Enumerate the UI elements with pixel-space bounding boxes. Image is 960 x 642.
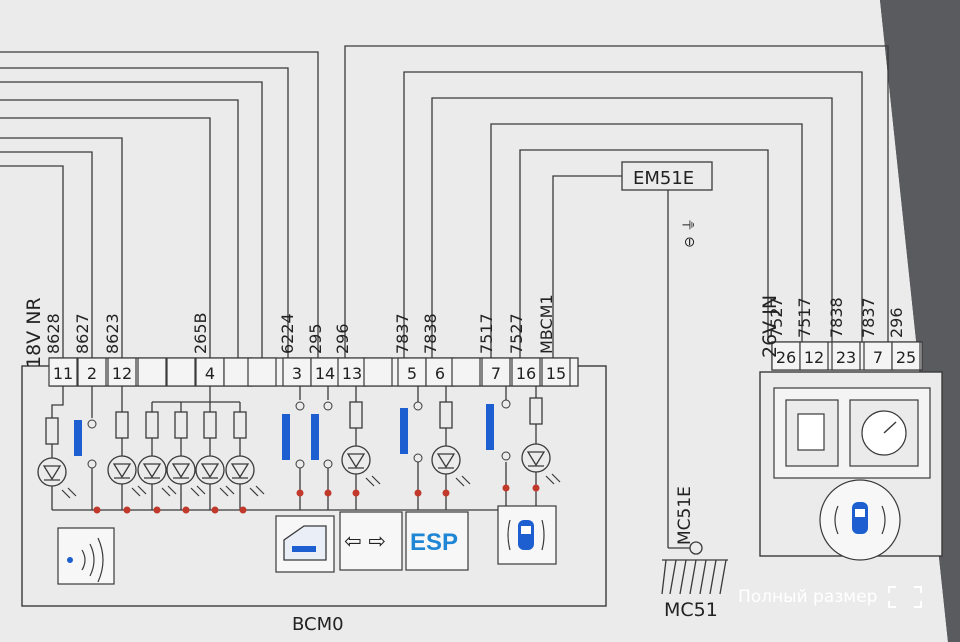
switch-contacts <box>74 399 511 469</box>
left-connector-pin-cell <box>481 357 511 387</box>
right-connector-pin-number: 26 <box>776 348 796 367</box>
left-connector-pin-number: 12 <box>112 364 132 383</box>
left-connector-wire-label: MBCM1 <box>537 294 556 354</box>
right-connector-wire-label: 7527 <box>767 297 786 338</box>
left-connector-pin-number: 13 <box>342 364 362 383</box>
left-connector-pin-number: 3 <box>292 364 302 383</box>
mc51-label: MC51 <box>664 599 718 621</box>
right-connector-pin-number: 12 <box>804 348 824 367</box>
left-connector-pin-number: 16 <box>516 364 536 383</box>
left-connector-pin-number: 7 <box>491 364 501 383</box>
esp-label: ESP <box>410 529 458 556</box>
left-connector-pin-cell <box>451 357 481 387</box>
junction-dots <box>93 484 540 514</box>
left-connector-pin-cell <box>137 357 167 387</box>
left-connector-pin-cell <box>397 357 427 387</box>
internal-circuit <box>45 386 543 511</box>
right-connector-pin-cell <box>863 341 893 371</box>
led-light-arrows <box>61 473 561 499</box>
left-connector-pin-cell <box>166 357 196 387</box>
em51e-label: EM51E <box>633 168 694 189</box>
left-connector-wire-label: 7838 <box>421 313 440 354</box>
left-connector-wire-label: 7527 <box>507 313 526 354</box>
right-connector-wire-label: 7838 <box>827 297 846 338</box>
door-lock-icon <box>275 515 335 573</box>
left-connector-pin-number: 5 <box>407 364 417 383</box>
em51e-label-box <box>621 161 713 191</box>
arrows-label: ⇦ ⇨ <box>344 529 386 553</box>
left-connector-wires: 8628 8627 8623 265B 6224 295 296 7837 7838 7517 75… <box>44 294 556 354</box>
left-connector-pin-cell <box>541 357 571 387</box>
right-connector-wire-label: 296 <box>887 307 906 338</box>
right-connector-pin-number: 23 <box>836 348 856 367</box>
fullsize-label: Полный размер <box>738 587 878 607</box>
left-connector-pin-number: 15 <box>546 364 566 383</box>
left-connector-wire-label: 7837 <box>393 313 412 354</box>
left-connector-wire-label: 8623 <box>103 313 122 354</box>
right-connector-pin-cell <box>891 341 921 371</box>
left-connector-pin-cell <box>223 357 253 387</box>
right-connector-wire-label: 7517 <box>795 297 814 338</box>
direction-arrows-icon: ⇦ ⇨ <box>339 511 403 571</box>
right-connector-pin-cell <box>799 341 829 371</box>
right-connector-pin-number: 25 <box>896 348 916 367</box>
left-voltage-label: 18V NR <box>23 297 45 368</box>
instrument-panel-icon <box>773 387 931 479</box>
remote-receiver-icon <box>57 527 115 585</box>
led-symbols <box>37 443 551 487</box>
esp-icon: ESP <box>405 511 469 571</box>
car-alarm-icon <box>497 505 557 565</box>
expand-icon <box>888 586 923 608</box>
left-connector-pin-number: 4 <box>205 364 215 383</box>
left-connector-pin-cell <box>282 357 312 387</box>
right-connector-pin-number: 7 <box>873 348 883 367</box>
left-connector-pin-cell <box>310 357 340 387</box>
left-connector-pin-cell <box>48 357 78 387</box>
left-connector-pin-cell <box>337 357 367 387</box>
left-connector-wire-label: 295 <box>306 323 325 354</box>
left-connector-pin-number: 2 <box>87 364 97 383</box>
left-connector-wire-label: 8628 <box>44 313 63 354</box>
mc51e-label: MC51E <box>675 486 695 545</box>
left-connector-pin-cell <box>195 357 225 387</box>
right-wire-routes <box>344 45 889 358</box>
ground-hatch <box>661 559 728 595</box>
left-connector-pin-cell <box>511 357 541 387</box>
left-connector-wire-label: 296 <box>333 323 352 354</box>
left-connector-pin-number: 11 <box>53 364 73 383</box>
left-wire-routes <box>0 51 319 358</box>
left-connector-pin-number: 6 <box>435 364 445 383</box>
bcm-label: BCM0 <box>292 614 344 635</box>
left-connector-pin-cell <box>363 357 393 387</box>
ground-route <box>552 175 669 548</box>
left-connector-pin-cell <box>247 357 277 387</box>
right-connector-pins: 26 12 23 7 25 <box>771 341 921 371</box>
left-connector-pin-cell <box>425 357 455 387</box>
alarm-sensor-icon <box>819 479 901 561</box>
left-connector-pin-number: 14 <box>315 364 335 383</box>
left-connector-wire-label: 8627 <box>73 313 92 354</box>
left-connector-wire-label: 6224 <box>278 313 297 354</box>
right-voltage-label: 26V JN <box>759 295 781 358</box>
right-connector-pin-cell <box>831 341 861 371</box>
right-connector-wires: 7527 7517 7838 7837 296 <box>767 297 906 338</box>
ground-symbols: ⊖ ⏚ <box>682 218 698 248</box>
right-connector-wire-label: 7837 <box>859 297 878 338</box>
fullsize-button[interactable]: Полный размер <box>730 580 929 614</box>
left-connector-pin-cell <box>77 357 107 387</box>
left-connector-wire-label: 265B <box>191 312 210 354</box>
left-connector-wire-label: 7517 <box>477 313 496 354</box>
